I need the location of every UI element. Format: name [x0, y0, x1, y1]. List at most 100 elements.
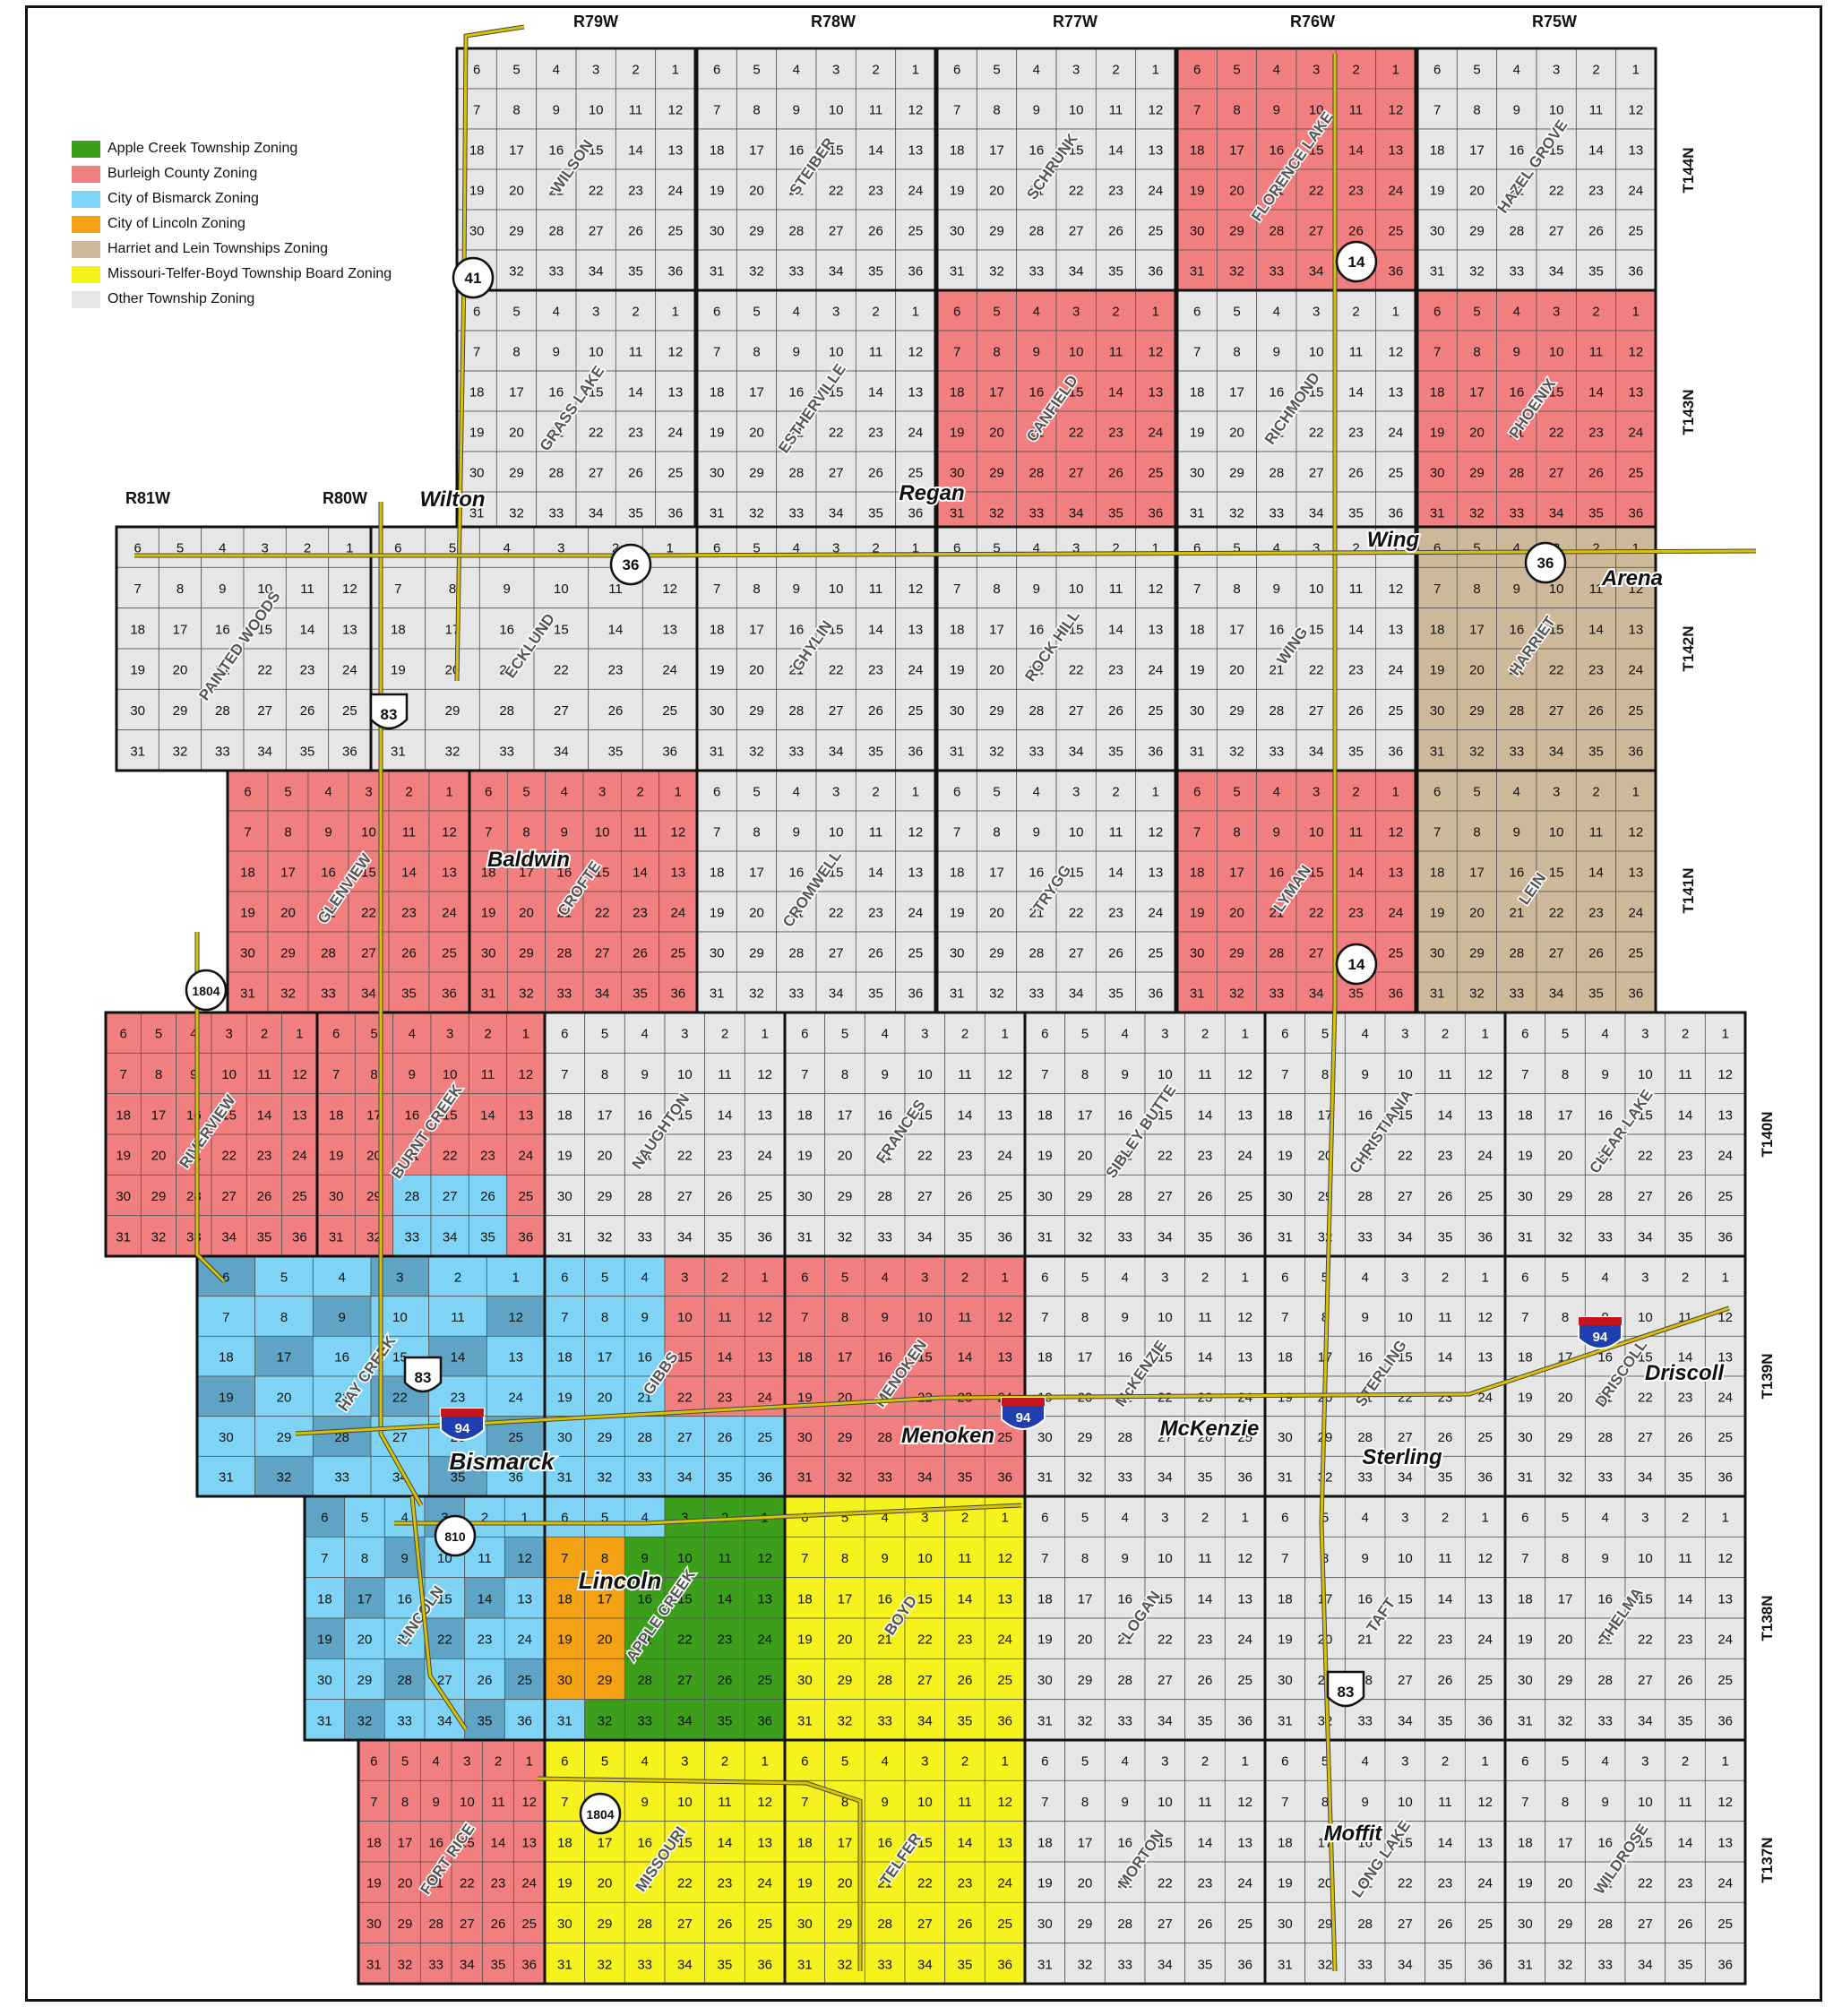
section-cell — [1375, 209, 1416, 251]
section-number: 30 — [1430, 946, 1445, 961]
section-number: 35 — [718, 1229, 733, 1245]
section-number: 22 — [1309, 184, 1324, 199]
section-number: 26 — [257, 1189, 272, 1204]
section-number: 18 — [1037, 1835, 1053, 1850]
section-number: 6 — [119, 1027, 126, 1042]
section-number: 35 — [1438, 1470, 1453, 1486]
section-number: 4 — [1601, 1754, 1608, 1770]
section-number: 19 — [366, 1876, 382, 1891]
section-number: 12 — [1717, 1795, 1733, 1810]
section-number: 34 — [1398, 1229, 1413, 1245]
section-number: 35 — [1348, 744, 1364, 759]
section-number: 19 — [797, 1876, 813, 1891]
section-number: 19 — [317, 1633, 332, 1648]
section-cell — [776, 249, 817, 291]
section-number: 30 — [1037, 1673, 1053, 1688]
section-number: 34 — [437, 1713, 452, 1728]
section-number: 17 — [749, 143, 764, 159]
section-number: 4 — [793, 541, 800, 556]
section-number: 12 — [908, 345, 923, 360]
section-number: 28 — [1509, 703, 1524, 719]
section-number: 2 — [1201, 1754, 1209, 1770]
section-number: 34 — [589, 264, 604, 280]
section-number: 5 — [841, 1754, 848, 1770]
section-cell — [1456, 370, 1498, 412]
section-number: 20 — [1229, 184, 1244, 199]
section-number: 20 — [277, 1390, 292, 1405]
section-number: 13 — [1148, 385, 1163, 401]
section-number: 29 — [989, 946, 1004, 961]
section-number: 35 — [868, 264, 883, 280]
section-number: 9 — [1033, 825, 1040, 840]
section-number: 31 — [557, 1229, 572, 1245]
section-number: 24 — [908, 426, 923, 441]
section-number: 24 — [908, 184, 923, 199]
place-name: Lincoln — [579, 1567, 661, 1594]
section-number: 25 — [1628, 703, 1643, 719]
section-number: 3 — [396, 1270, 403, 1285]
section-number: 11 — [1109, 345, 1123, 360]
section-number: 19 — [1518, 1149, 1533, 1164]
section-cell — [736, 47, 778, 90]
section-number: 28 — [1597, 1917, 1613, 1932]
section-number: 11 — [1678, 1551, 1692, 1566]
section-number: 6 — [1041, 1027, 1048, 1042]
section-number: 16 — [215, 622, 230, 637]
section-cell — [1615, 370, 1657, 412]
section-number: 12 — [757, 1067, 772, 1082]
section-cell — [615, 168, 657, 211]
section-number: 15 — [589, 143, 604, 159]
section-number: 16 — [1357, 1591, 1373, 1607]
section-cell — [1016, 128, 1057, 170]
section-number: 18 — [1278, 1107, 1293, 1123]
section-number: 5 — [155, 1027, 162, 1042]
section-number: 20 — [1558, 1149, 1573, 1164]
section-number: 30 — [1190, 224, 1205, 239]
section-number: 7 — [1193, 582, 1201, 597]
section-number: 36 — [1717, 1713, 1733, 1728]
section-number: 33 — [1509, 986, 1524, 1002]
section-number: 11 — [1589, 825, 1604, 840]
section-number: 10 — [221, 1067, 237, 1082]
section-number: 1 — [1481, 1754, 1488, 1770]
section-cell — [1055, 370, 1097, 412]
section-number: 30 — [1278, 1430, 1293, 1445]
section-number: 8 — [1321, 1067, 1329, 1082]
section-cell — [1176, 370, 1218, 412]
section-cell — [478, 607, 535, 650]
section-number: 17 — [838, 1591, 853, 1607]
section-number: 8 — [512, 345, 520, 360]
section-number: 12 — [1237, 1067, 1252, 1082]
section-number: 30 — [1518, 1430, 1533, 1445]
svg-text:83: 83 — [415, 1369, 432, 1386]
section-number: 27 — [1398, 1673, 1413, 1688]
section-number: 35 — [1198, 1229, 1213, 1245]
section-number: 9 — [400, 1551, 408, 1566]
section-number: 1 — [1632, 305, 1640, 320]
section-number: 5 — [1562, 1027, 1569, 1042]
section-cell — [1615, 209, 1657, 251]
section-number: 32 — [280, 986, 296, 1002]
section-number: 36 — [1477, 1957, 1493, 1972]
section-cell — [815, 729, 856, 771]
section-cell — [1055, 451, 1097, 493]
section-cell — [641, 607, 698, 650]
section-number: 1 — [512, 1270, 519, 1285]
section-cell — [736, 729, 778, 771]
section-number: 13 — [667, 143, 683, 159]
section-number: 20 — [838, 1876, 853, 1891]
section-cell — [855, 168, 897, 211]
section-number: 2 — [721, 1754, 728, 1770]
section-number: 7 — [1281, 1067, 1288, 1082]
section-number: 17 — [1229, 622, 1244, 637]
section-number: 14 — [1438, 1835, 1453, 1850]
section-number: 24 — [757, 1390, 772, 1405]
section-number: 22 — [554, 663, 569, 678]
section-number: 3 — [1401, 1270, 1408, 1285]
section-number: 23 — [718, 1390, 733, 1405]
section-number: 25 — [908, 224, 923, 239]
section-number: 26 — [1438, 1673, 1453, 1688]
section-number: 25 — [1148, 703, 1163, 719]
section-number: 25 — [1477, 1189, 1493, 1204]
